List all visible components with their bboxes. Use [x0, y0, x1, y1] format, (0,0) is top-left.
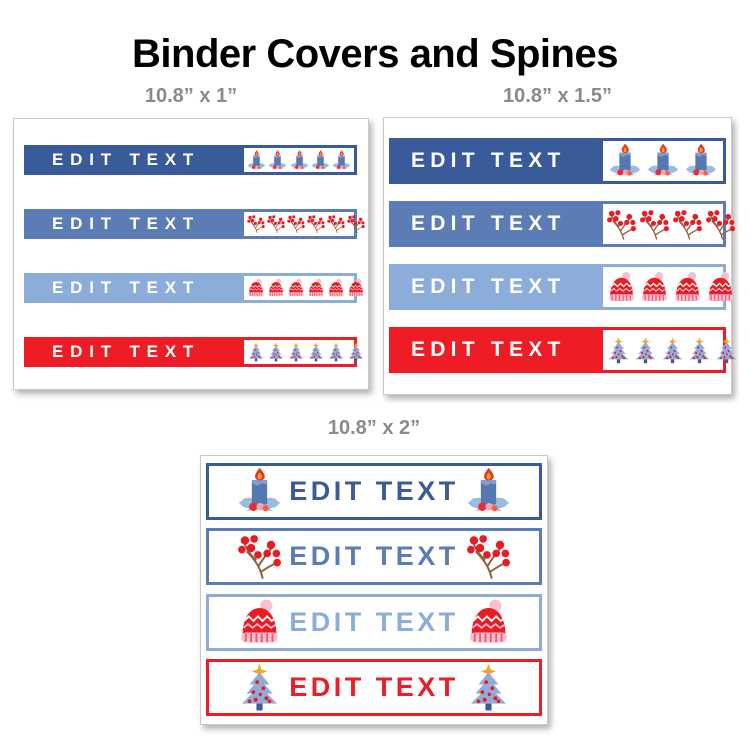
hat-icon — [638, 271, 671, 304]
edit-text-label: EDIT TEXT — [52, 342, 201, 361]
candle-icon — [331, 150, 352, 171]
candle-icon — [289, 150, 310, 171]
icon-box — [603, 141, 723, 181]
edit-text-label: EDIT TEXT — [289, 606, 459, 637]
tree-icon — [659, 337, 686, 364]
icon-slot-right — [464, 663, 513, 712]
icon-box — [244, 276, 354, 300]
size-label-2in: 10.8” x 2” — [327, 417, 421, 439]
tree-icon — [686, 337, 713, 364]
edit-text-label: EDIT TEXT — [52, 150, 201, 169]
spine-strip-hat[interactable]: EDIT TEXT — [206, 593, 542, 651]
hat-icon — [235, 598, 284, 647]
size-label-1-5in: 10.8” x 1.5” — [503, 85, 612, 107]
spine-card-2in: EDIT TEXT EDIT TEXT EDIT TEXT EDIT TEXT — [200, 455, 548, 725]
hat-icon — [326, 278, 346, 298]
edit-text-label: EDIT TEXT — [411, 338, 566, 361]
berries-icon — [266, 214, 286, 234]
spine-strip-tree[interactable]: EDIT TEXT — [24, 337, 357, 367]
icon-box — [244, 212, 354, 236]
edit-text-label: EDIT TEXT — [411, 149, 566, 172]
hat-icon — [286, 278, 306, 298]
spine-strip-tree[interactable]: EDIT TEXT — [389, 327, 726, 373]
candle-icon — [464, 467, 513, 516]
size-label-1in: 10.8” x 1” — [144, 85, 238, 107]
edit-text-label: EDIT TEXT — [289, 671, 459, 702]
berries-icon — [605, 208, 638, 241]
hat-icon — [464, 598, 513, 647]
hat-icon — [246, 278, 266, 298]
icon-slot-right — [464, 467, 513, 516]
berries-icon — [326, 214, 346, 234]
icon-box — [603, 267, 723, 307]
icon-slot-right — [464, 598, 513, 647]
tree-icon — [713, 337, 740, 364]
spine-strip-candle[interactable]: EDIT TEXT — [24, 145, 357, 175]
page-title: Binder Covers and Spines — [132, 31, 618, 76]
berries-icon — [306, 214, 326, 234]
hat-icon — [346, 278, 366, 298]
berries-icon — [286, 214, 306, 234]
candle-icon — [235, 467, 284, 516]
icon-slot-left — [235, 663, 284, 712]
berries-icon — [464, 532, 513, 581]
berries-icon — [671, 208, 704, 241]
tree-icon — [632, 337, 659, 364]
spine-strip-berries[interactable]: EDIT TEXT — [389, 201, 726, 247]
icon-slot-left — [235, 532, 284, 581]
icon-slot-right — [464, 532, 513, 581]
spine-strip-berries[interactable]: EDIT TEXT — [24, 209, 357, 239]
berries-icon — [638, 208, 671, 241]
spine-card-1-5in: EDIT TEXT EDIT TEXT EDIT TEXT EDIT TEXT — [383, 117, 732, 395]
tree-icon — [306, 342, 326, 362]
edit-text-label: EDIT TEXT — [289, 476, 459, 506]
candle-icon — [645, 143, 681, 179]
spine-strip-tree[interactable]: EDIT TEXT — [206, 658, 542, 716]
spine-strip-berries[interactable]: EDIT TEXT — [206, 528, 542, 586]
candle-icon — [683, 143, 719, 179]
spine-card-1in: EDIT TEXT EDIT TEXT EDIT TEXT EDIT TEXT — [13, 118, 369, 390]
icon-box — [603, 204, 723, 244]
candle-icon — [246, 150, 267, 171]
icon-slot-left — [235, 598, 284, 647]
hat-icon — [306, 278, 326, 298]
edit-text-label: EDIT TEXT — [411, 212, 566, 235]
spine-strip-hat[interactable]: EDIT TEXT — [389, 264, 726, 310]
edit-text-label: EDIT TEXT — [289, 541, 459, 572]
tree-icon — [286, 342, 306, 362]
spine-strip-candle[interactable]: EDIT TEXT — [389, 138, 726, 184]
icon-box — [603, 330, 723, 370]
edit-text-label: EDIT TEXT — [52, 278, 201, 297]
tree-icon — [235, 663, 284, 712]
tree-icon — [326, 342, 346, 362]
icon-box — [244, 148, 354, 172]
berries-icon — [235, 532, 284, 581]
icon-box — [244, 340, 354, 364]
spine-strip-hat[interactable]: EDIT TEXT — [24, 273, 357, 303]
berries-icon — [246, 214, 266, 234]
icon-slot-left — [235, 467, 284, 516]
edit-text-label: EDIT TEXT — [52, 214, 201, 233]
candle-icon — [310, 150, 331, 171]
spine-strip-candle[interactable]: EDIT TEXT — [206, 463, 542, 520]
hat-icon — [605, 271, 638, 304]
tree-icon — [464, 663, 513, 712]
tree-icon — [266, 342, 286, 362]
tree-icon — [346, 342, 366, 362]
berries-icon — [704, 208, 737, 241]
edit-text-label: EDIT TEXT — [411, 275, 566, 298]
hat-icon — [266, 278, 286, 298]
hat-icon — [671, 271, 704, 304]
candle-icon — [607, 143, 643, 179]
tree-icon — [246, 342, 266, 362]
berries-icon — [346, 214, 366, 234]
candle-icon — [267, 150, 288, 171]
tree-icon — [605, 337, 632, 364]
hat-icon — [704, 271, 737, 304]
